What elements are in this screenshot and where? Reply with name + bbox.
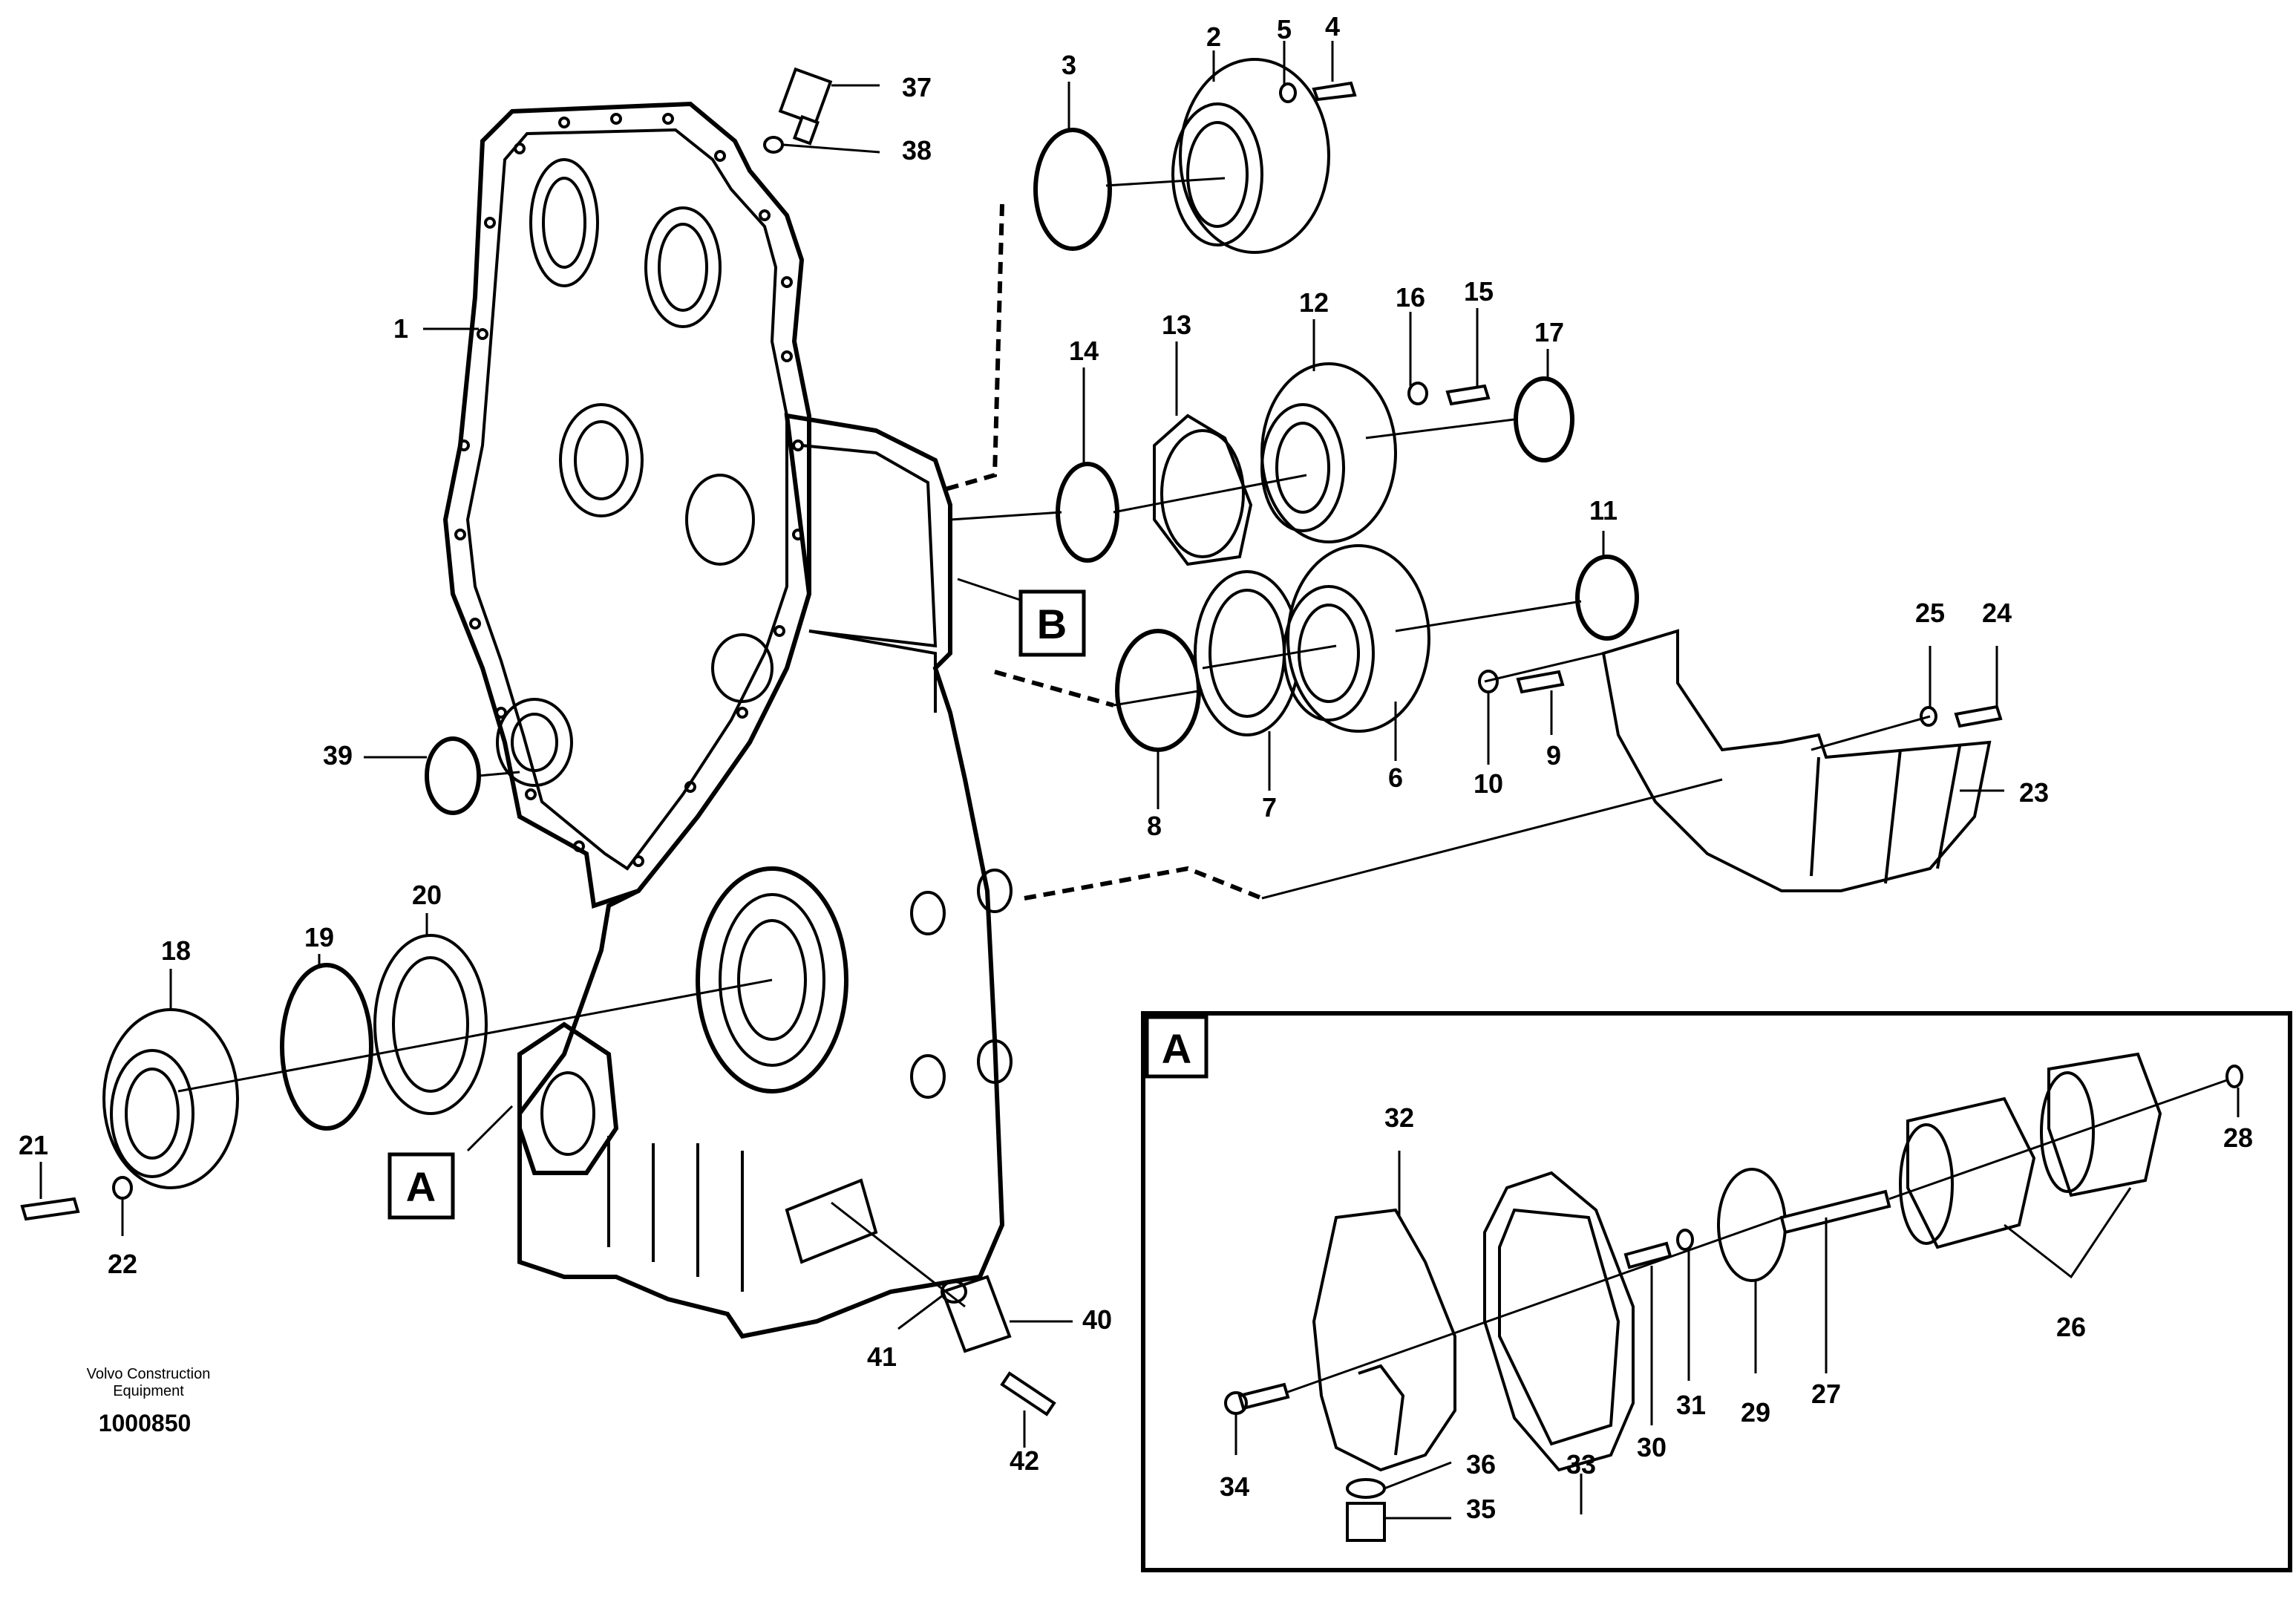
callout-38: 38	[902, 135, 932, 166]
seal-11	[1575, 555, 1639, 641]
callout-26: 26	[2056, 1312, 2086, 1342]
assembly-line	[1024, 866, 1263, 900]
transmission-housing	[442, 101, 1013, 1339]
callout-35: 35	[1466, 1494, 1496, 1524]
callout-10: 10	[1474, 768, 1503, 799]
callout-31: 31	[1676, 1390, 1706, 1420]
callout-2: 2	[1206, 22, 1221, 52]
callout-25: 25	[1915, 598, 1945, 628]
screw-4	[1312, 81, 1357, 102]
callout-12: 12	[1299, 287, 1329, 318]
callout-3: 3	[1062, 50, 1076, 80]
callout-13: 13	[1162, 310, 1191, 340]
washer-5	[1279, 82, 1297, 103]
callout-42: 42	[1010, 1445, 1039, 1476]
gasket-13	[1153, 413, 1253, 566]
callout-14: 14	[1069, 336, 1099, 366]
detail-marker-a	[387, 1152, 455, 1220]
o-ring-3	[1033, 128, 1112, 251]
bearing-cover-18	[102, 1008, 239, 1189]
callout-27: 27	[1811, 1379, 1841, 1409]
o-ring-19	[280, 963, 373, 1131]
screw-24	[1954, 705, 2003, 728]
callout-37: 37	[902, 72, 932, 102]
callout-18: 18	[161, 935, 191, 966]
callout-5: 5	[1277, 14, 1292, 45]
screw-15	[1445, 384, 1491, 406]
callout-40: 40	[1082, 1304, 1112, 1335]
marker-a-label: A	[406, 1163, 436, 1210]
callout-28: 28	[2223, 1122, 2253, 1153]
callout-17: 17	[1534, 317, 1564, 347]
callout-41: 41	[867, 1341, 897, 1372]
washer-25	[1920, 706, 1937, 727]
o-ring-41	[941, 1280, 967, 1304]
callout-numbers: 1 2 3 4 5 6 7 8 9 10 11 12 13 14 15 16 1…	[19, 11, 2253, 1524]
screw-21	[20, 1197, 80, 1221]
needle-bearings-26	[1899, 1052, 2162, 1249]
callout-36: 36	[1466, 1449, 1496, 1480]
callout-29: 29	[1741, 1397, 1770, 1428]
bearing-cover-12	[1260, 362, 1397, 543]
callout-32: 32	[1384, 1102, 1414, 1133]
callout-20: 20	[412, 880, 442, 910]
detail-marker-b	[1018, 589, 1086, 657]
callout-23: 23	[2019, 777, 2049, 808]
o-ring-39	[425, 736, 481, 815]
brand-line-1: Volvo Construction	[87, 1366, 211, 1382]
callout-21: 21	[19, 1130, 48, 1160]
screw-9	[1516, 670, 1565, 694]
screw-42	[1000, 1371, 1056, 1416]
callout-15: 15	[1464, 276, 1494, 307]
callout-16: 16	[1396, 282, 1425, 313]
callout-9: 9	[1546, 740, 1561, 771]
marker-b-label: B	[1037, 601, 1067, 647]
assembly-line	[994, 670, 1114, 707]
bearing-cover-2	[1171, 58, 1330, 254]
callout-6: 6	[1388, 762, 1403, 793]
gasket-20	[373, 934, 488, 1115]
o-ring-38	[763, 136, 784, 154]
callout-8: 8	[1147, 811, 1162, 841]
document-number: 1000850	[99, 1410, 192, 1436]
speed-sensor	[778, 67, 833, 146]
inset-a-label: A	[1162, 1025, 1191, 1072]
brand-line-2: Equipment	[113, 1383, 184, 1399]
washer-22	[112, 1176, 133, 1200]
callout-33: 33	[1566, 1449, 1596, 1480]
callout-4: 4	[1325, 11, 1340, 42]
o-ring-14	[1056, 462, 1119, 563]
callout-11: 11	[1589, 495, 1618, 526]
callout-34: 34	[1220, 1471, 1249, 1502]
guard-23	[1601, 629, 1992, 892]
callout-30: 30	[1637, 1432, 1667, 1462]
assembly-line	[942, 203, 1004, 492]
cover-plate-40	[941, 1275, 1012, 1353]
callout-22: 22	[108, 1249, 137, 1279]
detail-a-inset	[1141, 1011, 2292, 1572]
callout-19: 19	[304, 922, 334, 952]
callout-1: 1	[393, 313, 408, 344]
seal-17	[1514, 376, 1574, 462]
callout-39: 39	[323, 740, 353, 771]
callout-24: 24	[1982, 598, 2012, 628]
bearing-cover-6	[1283, 544, 1430, 733]
callout-7: 7	[1262, 792, 1277, 823]
o-ring-8	[1115, 629, 1201, 752]
washer-16	[1407, 382, 1428, 405]
leader-lines	[39, 41, 2004, 1448]
